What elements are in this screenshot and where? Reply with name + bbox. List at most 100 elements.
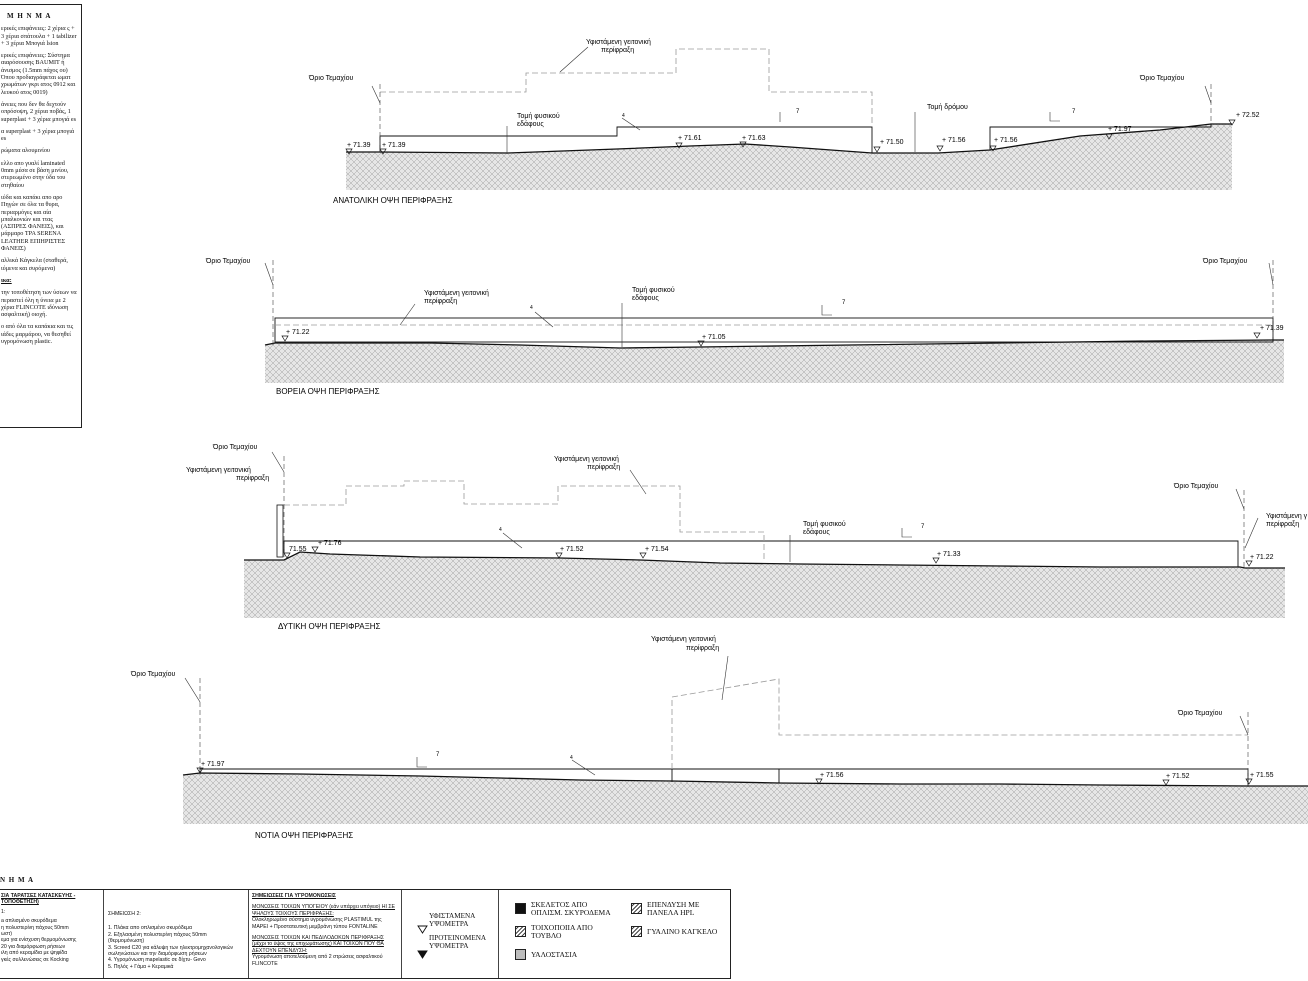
south-tag-4: 4 bbox=[570, 755, 573, 761]
east-ground-line bbox=[346, 123, 1232, 154]
west-caption: ΔΥΤΙΚΗ ΟΨΗ ΠΕΡΙΦΡΑΞΗΣ bbox=[278, 622, 381, 631]
legend-level-symbols bbox=[417, 925, 428, 959]
south-level-1: + 71.97 bbox=[201, 761, 225, 768]
legend-concrete-label: ΣΚΕΛΕΤΟΣ ΑΠΟ ΟΠΛΙΣΜ. ΣΚΥΡΟΔΕΜΑ bbox=[531, 901, 611, 917]
legend-hpl-label: ΕΠΕΝΔΥΣΗ ΜΕ ΠΑΝΕΛΑ HPL bbox=[647, 901, 699, 917]
legend-existing-line1: ΥΦΙΣΤΑΜΕΝΑ bbox=[429, 912, 476, 920]
legend-col2-line: 2. Εξηλασμένη πολυστερίνη πάχους 50mm (θ… bbox=[108, 931, 207, 945]
north-neighbour-label-1: Υφιστάμενη γειτονική bbox=[424, 289, 489, 297]
north-caption: ΒΟΡΕΙΑ ΟΨΗ ΠΕΡΙΦΡΑΞΗΣ bbox=[276, 387, 380, 396]
legend-glazing-label: ΥΑΛΟΣΤΑΣΙΑ bbox=[531, 950, 578, 959]
east-proposed-fence bbox=[379, 124, 1212, 153]
legend-brick-line1: ΤΟΙΧΟΠΟΙΙΑ ΑΠΟ bbox=[531, 923, 593, 932]
west-level-markers bbox=[283, 546, 1253, 567]
west-ground-label-1: Τομή φυσικού bbox=[803, 520, 846, 528]
legend-col1-line: ιλη από κεραμίδια με ψηφίδα bbox=[1, 950, 68, 957]
east-ground-label-2: εδάφους bbox=[517, 120, 544, 128]
north-level-3: + 71.39 bbox=[1260, 325, 1284, 332]
note-10: ο από όλα τα καπάκια και τις ιάδες μαρμά… bbox=[1, 323, 74, 345]
east-tag-7a: 7 bbox=[796, 109, 800, 115]
west-ground-line bbox=[244, 551, 1285, 569]
north-ground-label-1: Τομή φυσικού bbox=[632, 286, 675, 294]
legend-col2-line: 3. Screed C20 για κάλυψη των ηλεκτρομηχα… bbox=[108, 944, 234, 958]
east-level-8: + 71.97 bbox=[1108, 126, 1132, 133]
south-boundary-left-label: Όριο Τεμαχίου bbox=[130, 670, 175, 678]
legend-col3-heading: ΣΗΜΕΙΩΣΕΙΣ ΓΙΑ ΥΓΡΟΜΟΝΩΣΕΙΣ bbox=[252, 893, 336, 899]
legend-col2-heading: ΣΗΜΕΙΩΣΗ 2: bbox=[108, 911, 141, 917]
west-tag-7: 7 bbox=[921, 524, 925, 530]
north-ground bbox=[265, 340, 1284, 383]
legend-col-1: ΣΙΑ ΤΑΡΑΤΣΕΣ ΚΑΤΑΣΚΕΥΗΣ - ΤΟΠΟΘΕΤΗΣΗ) 1:… bbox=[1, 893, 101, 978]
north-boundary-left-label: Όριο Τεμαχίου bbox=[205, 257, 250, 265]
west-neighbour-mid-2: περίφραξη bbox=[587, 463, 620, 471]
west-neighbour-left-1: Υφιστάμενη γειτονική bbox=[186, 466, 251, 474]
legend-col3-b-line: Υγρομόνωση αποτελούμενη από 2 στρώσεις α… bbox=[252, 954, 383, 967]
east-level-6: + 71.56 bbox=[942, 137, 966, 144]
north-ground-line bbox=[264, 339, 1284, 349]
north-proposed-fence bbox=[274, 317, 1274, 343]
legend-proposed-line2: ΥΨΟΜΕΤΡΑ bbox=[429, 942, 469, 950]
east-level-markers bbox=[345, 119, 1236, 155]
note-1: ερικές επιφάνειες: 2 χέρια ς + 3 χέρια σ… bbox=[1, 25, 77, 47]
north-tag-7: 7 bbox=[842, 300, 846, 306]
legend-brick-swatch bbox=[515, 926, 526, 937]
north-level-markers bbox=[281, 332, 1261, 347]
east-ground-label-1: Τομή φυσικού bbox=[517, 112, 560, 120]
north-neighbour-label-2: περίφραξη bbox=[424, 297, 457, 305]
west-ground bbox=[244, 552, 1285, 618]
south-elevation: Όριο Τεμαχίου Όριο Τεμαχίου Υφιστάμενη γ… bbox=[130, 635, 1308, 840]
west-neighbour-fence bbox=[284, 480, 765, 562]
legend-col-3: ΣΗΜΕΙΩΣΕΙΣ ΓΙΑ ΥΓΡΟΜΟΝΩΣΕΙΣ ΜΟΝΩΣΕΙΣ ΤΟΙ… bbox=[252, 893, 397, 978]
west-level-6: + 71.22 bbox=[1250, 554, 1274, 561]
legend-col1-line: εμα για ενίσχυση θερμομόνωσης bbox=[1, 937, 77, 944]
existing-level-icon bbox=[417, 925, 428, 934]
west-level-3: + 71.52 bbox=[560, 546, 584, 553]
legend-existing-label: ΥΦΙΣΤΑΜΕΝΑ ΥΨΟΜΕΤΡΑ bbox=[429, 912, 475, 928]
note-2: ερικές επιφάνειες: Σύστημα αιαρόσουσης B… bbox=[1, 52, 76, 96]
legend-hpl-line1: ΕΠΕΝΔΥΣΗ ΜΕ bbox=[647, 900, 700, 909]
legend-col2-line: 1. Πλάκα απο οπλισμένο σκυρόδεμα bbox=[108, 925, 193, 932]
note-7: ιύδα και καπάκι απο αρο Πηγών σε όλα τα … bbox=[1, 193, 66, 253]
west-tag-4: 4 bbox=[499, 527, 502, 533]
note-4: α superplast + 3 χέρια μπογιά es bbox=[1, 127, 75, 143]
note-3: άνειες που δεν θα δεχτούν οπρόσοψη, 2 χέ… bbox=[1, 100, 77, 123]
east-level-1: + 71.39 bbox=[347, 142, 371, 149]
east-level-7: + 71.56 bbox=[994, 137, 1018, 144]
west-neighbour-right-2: περίφραξη bbox=[1266, 520, 1299, 528]
south-level-markers bbox=[196, 767, 1253, 786]
legend-brick-label: ΤΟΙΧΟΠΟΙΙΑ ΑΠΟ ΤΟΥΒΛΟ bbox=[531, 924, 593, 940]
legend-col1-line: ωστ) bbox=[1, 931, 13, 938]
south-neighbour-label-1: Υφιστάμενη γειτονική bbox=[651, 635, 716, 643]
north-ground-label-2: εδάφους bbox=[632, 294, 659, 302]
legend-brick-line2: ΤΟΥΒΛΟ bbox=[531, 931, 562, 940]
south-neighbour-fence bbox=[671, 678, 1248, 769]
legend-col1-line: 20 για διαμόρφωση ρήσεων bbox=[1, 943, 66, 950]
south-level-4: + 71.55 bbox=[1250, 772, 1274, 779]
legend-col2-line: 5. Πηλός + Γάμα + Κεραμικά bbox=[108, 963, 174, 970]
proposed-level-icon bbox=[417, 950, 428, 959]
east-ground bbox=[346, 124, 1232, 190]
west-boundary-left-label: Όριο Τεμαχίου bbox=[212, 443, 257, 451]
note-8: αλλικά Κάγκελα (σταθερά, ιύμενα και συρό… bbox=[1, 257, 68, 272]
south-level-3: + 71.52 bbox=[1166, 773, 1190, 780]
legend-col1-line: η πολυστερίνη πάχους 50mm bbox=[1, 924, 69, 931]
legend-box: ΣΙΑ ΤΑΡΑΤΣΕΣ ΚΑΤΑΣΚΕΥΗΣ - ΤΟΠΟΘΕΤΗΣΗ) 1:… bbox=[0, 889, 731, 979]
east-tag-4: 4 bbox=[622, 113, 625, 119]
west-level-1: 71.55 bbox=[289, 546, 307, 553]
legend-glazing-swatch bbox=[515, 949, 526, 960]
legend-hpl-line2: ΠΑΝΕΛΑ HPL bbox=[647, 908, 695, 917]
south-level-2: + 71.56 bbox=[820, 772, 844, 779]
east-level-9: + 72.52 bbox=[1236, 112, 1260, 119]
south-boundary-right-label: Όριο Τεμαχίου bbox=[1177, 709, 1222, 717]
east-boundary-right-label: Όριο Τεμαχίου bbox=[1139, 74, 1184, 82]
legend-col3-b-head: ΜΟΝΩΣΕΙΣ ΤΟΙΧΩΝ ΚΑΙ ΠΕΔΙΛΟΔΟΚΩΝ ΠΕΡΙΦΡΑΞ… bbox=[252, 935, 384, 954]
west-level-2: + 71.76 bbox=[318, 540, 342, 547]
east-boundary-left-label: Όριο Τεμαχίου bbox=[308, 74, 353, 82]
legend-col1-line: a απλισμένο σκυρόδεμα bbox=[1, 918, 57, 925]
east-elevation: Όριο Τεμαχίου Όριο Τεμαχίου Υφιστάμενη γ… bbox=[308, 38, 1260, 205]
legend-proposed-label: ΠΡΟΤΕΙΝΟΜΕΝΑ ΥΨΟΜΕΤΡΑ bbox=[429, 934, 486, 950]
west-neighbour-left-2: περίφραξη bbox=[236, 474, 269, 482]
south-caption: ΝΟΤΙΑ ΟΨΗ ΠΕΡΙΦΡΑΞΗΣ bbox=[255, 831, 353, 840]
west-neighbour-mid-1: Υφιστάμενη γειτονική bbox=[554, 455, 619, 463]
